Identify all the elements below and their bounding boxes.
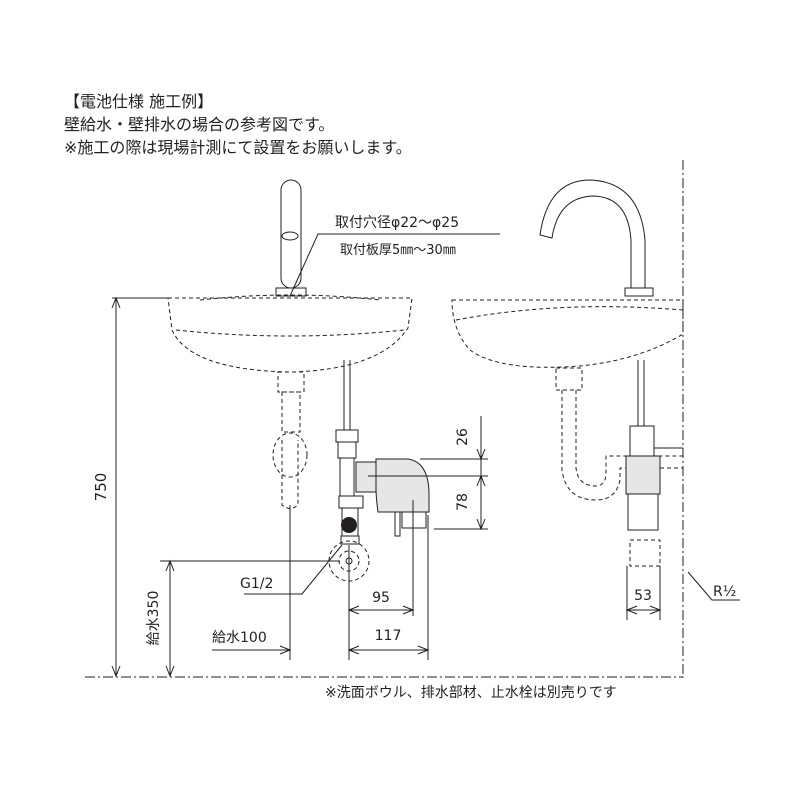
dim-78: 78 (455, 493, 471, 511)
dim-95: 95 (372, 590, 390, 606)
bowl-side (451, 299, 684, 501)
description: 壁給水・壁排水の場合の参考図です。 (64, 115, 335, 134)
section-title: 【電池仕様 施工例】 (64, 92, 214, 111)
dim-53: 53 (634, 588, 652, 604)
thread-label: G1/2 (240, 576, 273, 592)
dim-117: 117 (375, 628, 402, 644)
leader-line (289, 233, 500, 297)
valve-side (625, 360, 683, 567)
mount-hole-label: 取付穴径φ22～φ25 (335, 215, 459, 231)
bowl-front (167, 294, 413, 509)
valve-assembly (328, 429, 430, 582)
supply-offset-label: 給水100 (212, 630, 267, 646)
dim-26: 26 (455, 428, 471, 446)
faucet-front (275, 179, 307, 297)
supply-height-label: 給水350 (146, 591, 162, 646)
installation-note: ※施工の際は現場計測にて設置をお願いします。 (64, 138, 412, 157)
thread-r-label: R½ (713, 584, 736, 600)
footer-note: ※洗面ボウル、排水部材、止水栓は別売りです (325, 685, 617, 701)
dim-750: 750 (92, 473, 110, 502)
mount-thickness-label: 取付板厚5㎜～30㎜ (340, 243, 456, 258)
faucet-side (539, 179, 654, 297)
